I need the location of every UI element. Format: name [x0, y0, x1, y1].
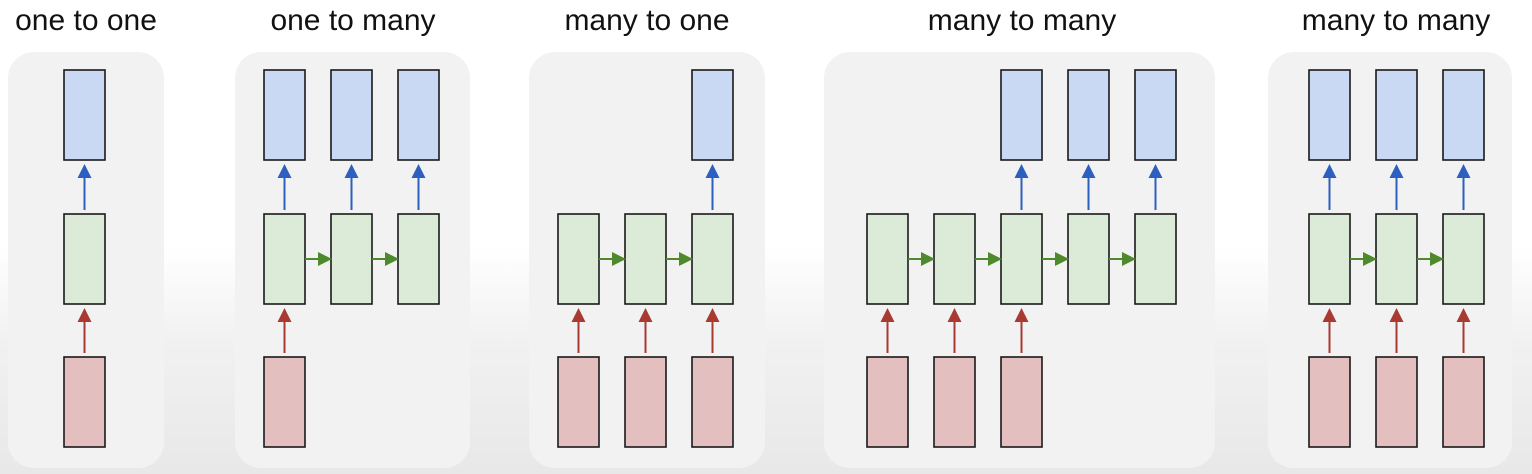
panel-one-to-one: one to one [8, 4, 164, 468]
input-cell [557, 356, 600, 448]
input-cell [866, 356, 909, 448]
hidden-state-cell [397, 213, 440, 305]
output-cell [63, 69, 106, 161]
output-cell [1442, 69, 1485, 161]
output-cell [1375, 69, 1418, 161]
hidden-state-cell [1134, 213, 1177, 305]
hidden-state-cell [263, 213, 306, 305]
hidden-state-cell [933, 213, 976, 305]
output-cell [397, 69, 440, 161]
panel-title: one to many [270, 4, 435, 37]
hidden-state-cell [1067, 213, 1110, 305]
output-cell [1067, 69, 1110, 161]
hidden-state-cell [1442, 213, 1485, 305]
panel-title: many to many [1302, 4, 1490, 37]
hidden-state-cell [691, 213, 734, 305]
output-cell [1134, 69, 1177, 161]
panel-title: many to many [928, 4, 1116, 37]
hidden-state-cell [330, 213, 373, 305]
hidden-state-cell [557, 213, 600, 305]
panel-title: many to one [564, 4, 729, 37]
input-cell [1375, 356, 1418, 448]
output-cell [1000, 69, 1043, 161]
input-cell [263, 356, 306, 448]
panel-many-to-many-delayed: many to many [824, 4, 1215, 468]
output-cell [1308, 69, 1351, 161]
panel-title: one to one [15, 4, 157, 37]
input-cell [1442, 356, 1485, 448]
output-cell [330, 69, 373, 161]
input-cell [691, 356, 734, 448]
hidden-state-cell [1000, 213, 1043, 305]
input-cell [624, 356, 667, 448]
input-cell [933, 356, 976, 448]
hidden-state-cell [63, 213, 106, 305]
panel-many-to-many-synced: many to many [1268, 4, 1512, 468]
input-cell [1000, 356, 1043, 448]
panel-one-to-many: one to many [235, 4, 470, 468]
input-cell [63, 356, 106, 448]
output-cell [691, 69, 734, 161]
hidden-state-cell [1375, 213, 1418, 305]
output-cell [263, 69, 306, 161]
panel-many-to-one: many to one [529, 4, 765, 468]
hidden-state-cell [866, 213, 909, 305]
hidden-state-cell [1308, 213, 1351, 305]
input-cell [1308, 356, 1351, 448]
hidden-state-cell [624, 213, 667, 305]
